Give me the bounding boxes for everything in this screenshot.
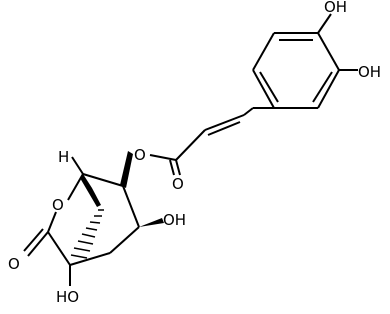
ring-double-bond bbox=[312, 71, 333, 103]
vinyl-to-carbonyl-bond bbox=[175, 129, 206, 161]
vinyl-bond bbox=[243, 107, 254, 116]
trans-alkene-double bbox=[207, 121, 241, 136]
ring-double-bond bbox=[259, 71, 279, 103]
wedge-bond-ester bbox=[120, 151, 133, 188]
oh-top-label: OH bbox=[324, 0, 347, 16]
acyl-carbonyl-oxygen-label: O bbox=[172, 175, 184, 193]
lactone-carbonyl-double bbox=[23, 228, 44, 252]
carbonyl-double-bond bbox=[175, 159, 181, 176]
catechol-ring bbox=[252, 32, 340, 109]
core-bond bbox=[122, 185, 140, 228]
bridgehead-h-label: H bbox=[58, 148, 69, 166]
bridgehead-h-bond bbox=[71, 156, 84, 175]
core-bond bbox=[69, 252, 111, 266]
ring-bond bbox=[252, 69, 275, 109]
ring-bond bbox=[317, 32, 340, 71]
hashed-bond-bridge bbox=[70, 209, 104, 259]
ring-oxygen-label: O bbox=[52, 196, 64, 214]
oh-right-label: OH bbox=[358, 63, 381, 81]
core-bond bbox=[47, 231, 71, 266]
lactone-oxygen-label: O bbox=[8, 255, 20, 273]
ring-o-bond bbox=[47, 211, 57, 233]
oh-bottom-label: HO bbox=[56, 288, 79, 306]
ester-c-o-bond bbox=[149, 154, 177, 161]
core-bond bbox=[82, 173, 124, 187]
oh-mid-label: OH bbox=[163, 211, 186, 229]
core-bond bbox=[109, 226, 140, 254]
wedge-bond-oh bbox=[139, 218, 164, 227]
carbonyl-double-bond bbox=[169, 159, 175, 176]
oh-top-bond bbox=[317, 13, 332, 34]
wedge-bond-bridge bbox=[80, 174, 101, 207]
lactone-carbonyl-double bbox=[27, 231, 49, 257]
ring-bond bbox=[317, 69, 340, 109]
trans-alkene-bond bbox=[204, 114, 245, 131]
ester-oxygen-label: O bbox=[134, 146, 146, 164]
ring-bond bbox=[252, 32, 275, 71]
